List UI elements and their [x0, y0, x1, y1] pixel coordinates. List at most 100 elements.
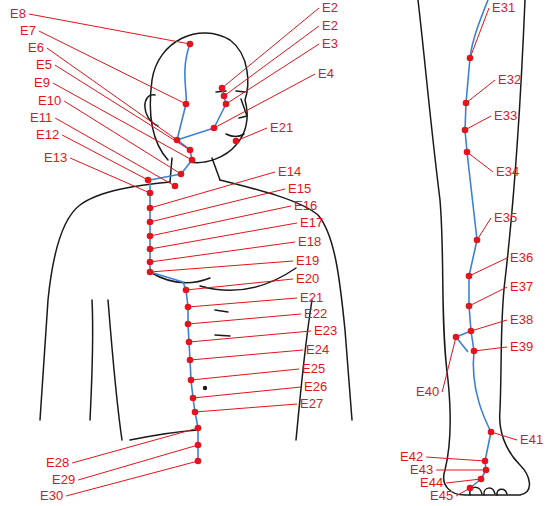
point-dot: [147, 219, 154, 226]
point-dot: [174, 137, 181, 144]
leader-line: [150, 189, 285, 222]
meridian-line: [150, 0, 491, 488]
leader-line: [195, 404, 297, 412]
leader-line: [72, 428, 198, 463]
point-dot: [187, 357, 194, 364]
callout-number: E25: [302, 362, 325, 376]
callout-number: E13: [44, 151, 67, 165]
point-dot: [187, 147, 194, 154]
callout-number: E4: [318, 67, 334, 81]
leader-line: [193, 387, 301, 398]
leader-line: [466, 80, 495, 103]
callout-number: E16: [294, 199, 317, 213]
callout-number: E41: [520, 433, 543, 447]
callout-number: E3: [322, 37, 338, 51]
point-dots: [145, 41, 495, 492]
leader-line: [190, 350, 303, 360]
leader-line: [465, 116, 491, 130]
callout-number: E35: [494, 211, 517, 225]
leader-line: [446, 479, 481, 483]
callout-number: E45: [430, 489, 453, 503]
leader-line: [150, 261, 293, 272]
point-dot: [195, 458, 202, 465]
leader-line: [436, 470, 486, 471]
point-dot: [467, 485, 474, 492]
callout-number: E24: [306, 343, 329, 357]
callout-number: E2: [322, 1, 338, 15]
callout-number: E15: [288, 182, 311, 196]
callout-number: E20: [296, 272, 319, 286]
leader-line: [224, 26, 319, 96]
point-dot: [467, 55, 474, 62]
leader-line: [467, 152, 493, 172]
point-dot: [147, 269, 154, 276]
leader-line: [469, 287, 507, 306]
point-dot: [186, 339, 193, 346]
leader-line: [70, 158, 150, 193]
callout-number: E31: [492, 1, 515, 15]
leader-line: [150, 206, 291, 236]
callout-number: E38: [510, 313, 533, 327]
point-dot: [474, 237, 481, 244]
callout-number: E42: [400, 450, 423, 464]
leader-line: [214, 74, 315, 128]
callout-number: E37: [510, 280, 533, 294]
point-dot: [211, 125, 218, 132]
callout-number: E23: [314, 324, 337, 338]
body-outline: [40, 0, 529, 495]
point-dot: [147, 233, 154, 240]
callout-number: E39: [510, 340, 533, 354]
leader-line: [469, 258, 507, 276]
point-dot: [185, 304, 192, 311]
point-dot: [183, 287, 190, 294]
point-dot: [464, 149, 471, 156]
callout-number: E19: [296, 254, 319, 268]
leader-line: [55, 118, 175, 186]
leader-line: [226, 44, 319, 104]
point-dot: [147, 259, 154, 266]
leader-line: [236, 128, 267, 141]
leader-line: [471, 320, 507, 331]
leader-line: [188, 314, 301, 324]
leader-line: [426, 457, 485, 461]
leader-line: [191, 369, 299, 380]
leader-line: [470, 8, 489, 58]
point-dot: [219, 85, 226, 92]
point-dot: [147, 205, 154, 212]
callout-number: E8: [10, 7, 26, 21]
leader-lines: [29, 8, 517, 496]
leader-line: [186, 279, 293, 290]
callout-number: E21: [300, 291, 323, 305]
leader-line: [442, 337, 456, 392]
leader-line: [78, 445, 198, 480]
point-dot: [190, 395, 197, 402]
point-dot: [482, 458, 489, 465]
leader-line: [188, 298, 297, 307]
callout-number: E9: [34, 76, 50, 90]
point-dot: [471, 348, 478, 355]
callout-number: E22: [304, 307, 327, 321]
point-dot: [468, 328, 475, 335]
point-dot: [187, 41, 194, 48]
point-dot: [488, 429, 495, 436]
leader-line: [491, 432, 517, 440]
callout-number: E32: [498, 73, 521, 87]
leader-line: [150, 172, 275, 208]
leader-line: [222, 8, 319, 88]
point-dot: [195, 425, 202, 432]
leader-line: [189, 331, 311, 342]
leader-line: [474, 347, 507, 351]
leader-line: [53, 83, 192, 160]
callout-number: E2: [322, 19, 338, 33]
callout-number: E5: [36, 58, 52, 72]
point-dot: [178, 171, 185, 178]
callout-number: E18: [298, 235, 321, 249]
callout-number: E10: [38, 94, 61, 108]
callout-number: E40: [416, 385, 439, 399]
point-dot: [185, 321, 192, 328]
point-dot: [172, 183, 179, 190]
point-dot: [147, 246, 154, 253]
callout-number: E36: [510, 251, 533, 265]
